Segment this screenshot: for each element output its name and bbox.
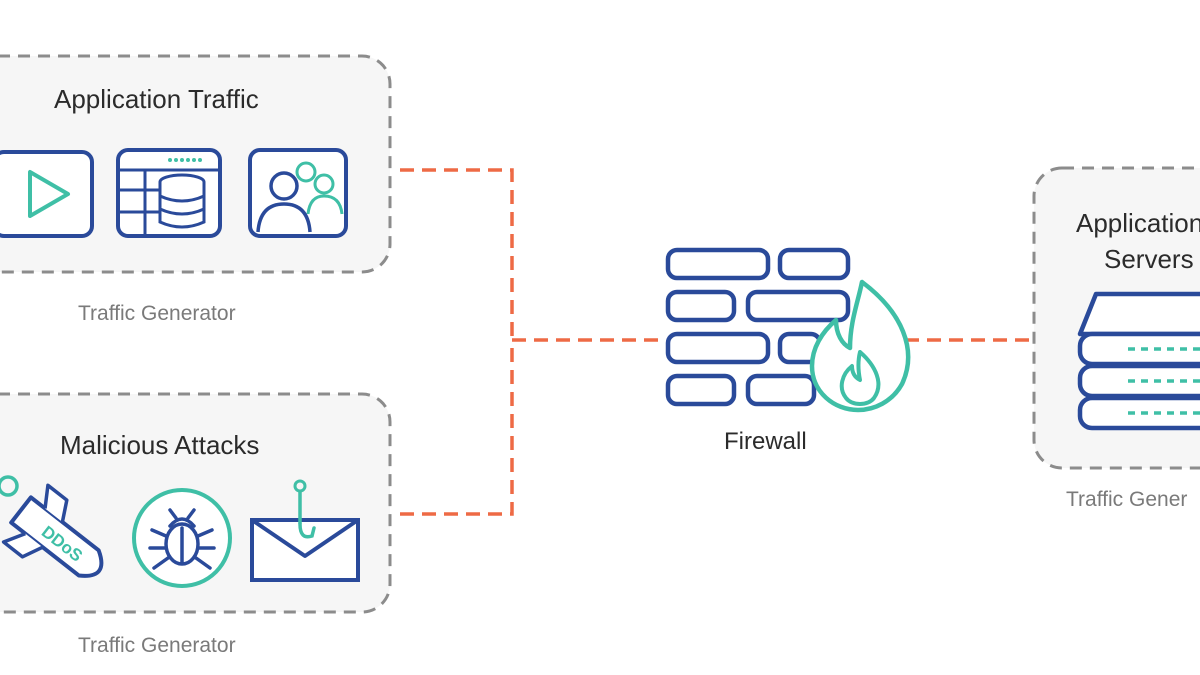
phishing-email-icon [250, 479, 360, 582]
users-icon [248, 148, 348, 238]
server-stack-icon [1077, 291, 1200, 431]
servers-title-line2: Servers [1104, 244, 1194, 274]
database-server-icon [116, 148, 222, 238]
servers-title-line1: Application [1076, 208, 1200, 238]
connector-malicious [400, 340, 514, 516]
malicious-caption: Traffic Generator [78, 634, 236, 657]
app-traffic-caption: Traffic Generator [78, 302, 236, 325]
connector-lines [400, 168, 1030, 516]
connector-app-traffic [400, 168, 514, 340]
app-traffic-title: Application Traffic [54, 84, 259, 114]
brick-wall-icon [665, 247, 851, 407]
firewall-label: Firewall [724, 428, 807, 455]
malicious-title: Malicious Attacks [60, 430, 260, 460]
bug-icon [132, 488, 232, 588]
servers-caption: Traffic Gener [1066, 488, 1188, 511]
video-play-icon [0, 150, 94, 238]
flame-icon [809, 279, 911, 413]
